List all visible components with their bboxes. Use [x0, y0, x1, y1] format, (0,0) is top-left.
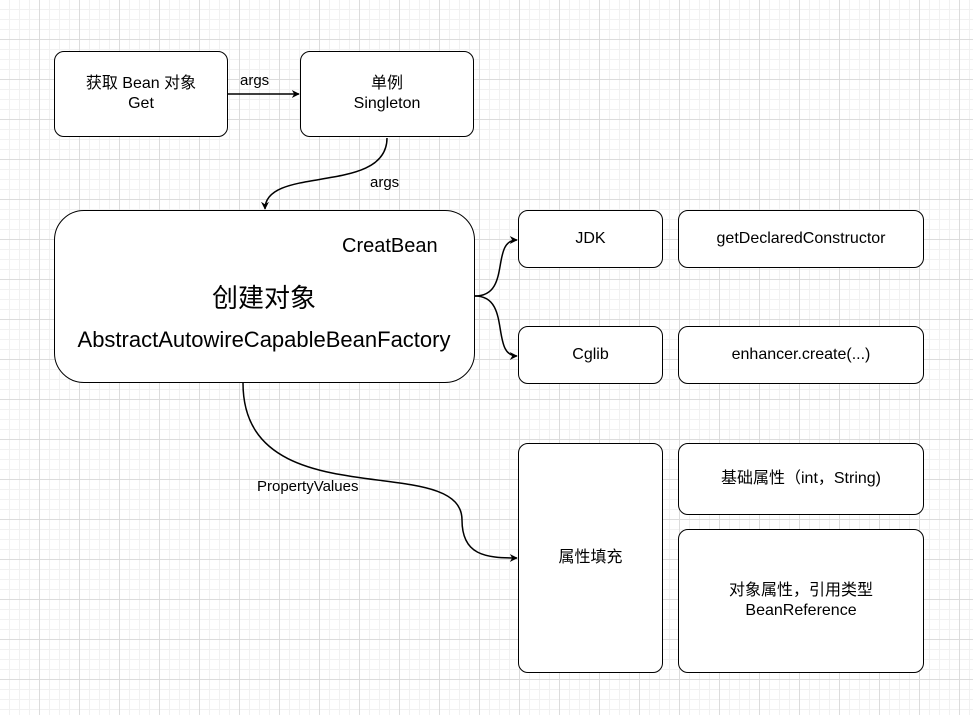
jdk-node: JDK [518, 210, 663, 268]
edge-creat-to-cglib [474, 295, 518, 360]
creat-bean-node [54, 210, 475, 383]
object-property-node: 对象属性，引用类型 BeanReference [678, 529, 924, 673]
property-fill-label: 属性填充 [558, 549, 623, 566]
singleton-sublabel: Singleton [353, 95, 421, 112]
basic-property-label: 基础属性（int，String) [720, 470, 882, 487]
creat-bean-title: CreatBean [342, 235, 438, 257]
object-property-label: 对象属性，引用类型 [728, 582, 873, 599]
property-fill-node: 属性填充 [518, 443, 663, 673]
creat-bean-factory-label: AbstractAutowireCapableBeanFactory [77, 327, 451, 352]
edge-singleton-to-creat-label: args [370, 174, 400, 191]
cglib-label: Cglib [572, 346, 609, 363]
edge-creat-to-property-label: PropertyValues [257, 478, 359, 495]
get-declared-constructor-label: getDeclaredConstructor [716, 230, 886, 247]
enhancer-create-label: enhancer.create(...) [731, 346, 871, 363]
get-bean-sublabel: Get [128, 95, 154, 112]
edge-creat-to-jdk [474, 236, 518, 297]
object-property-sublabel: BeanReference [745, 602, 857, 619]
jdk-label: JDK [575, 230, 606, 247]
enhancer-create-node: enhancer.create(...) [678, 326, 924, 384]
edge-singleton-to-creat [261, 137, 388, 210]
get-bean-label: 获取 Bean 对象 [85, 75, 197, 92]
edge-creat-to-property-fill [242, 382, 518, 562]
basic-property-node: 基础属性（int，String) [678, 443, 924, 515]
singleton-node: 单例 Singleton [300, 51, 474, 137]
edge-get-to-singleton-label: args [240, 72, 270, 89]
creat-bean-main-label: 创建对象 [211, 283, 316, 313]
get-declared-constructor-node: getDeclaredConstructor [678, 210, 924, 268]
get-bean-node: 获取 Bean 对象 Get [54, 51, 228, 137]
cglib-node: Cglib [518, 326, 663, 384]
singleton-label: 单例 [370, 75, 403, 92]
